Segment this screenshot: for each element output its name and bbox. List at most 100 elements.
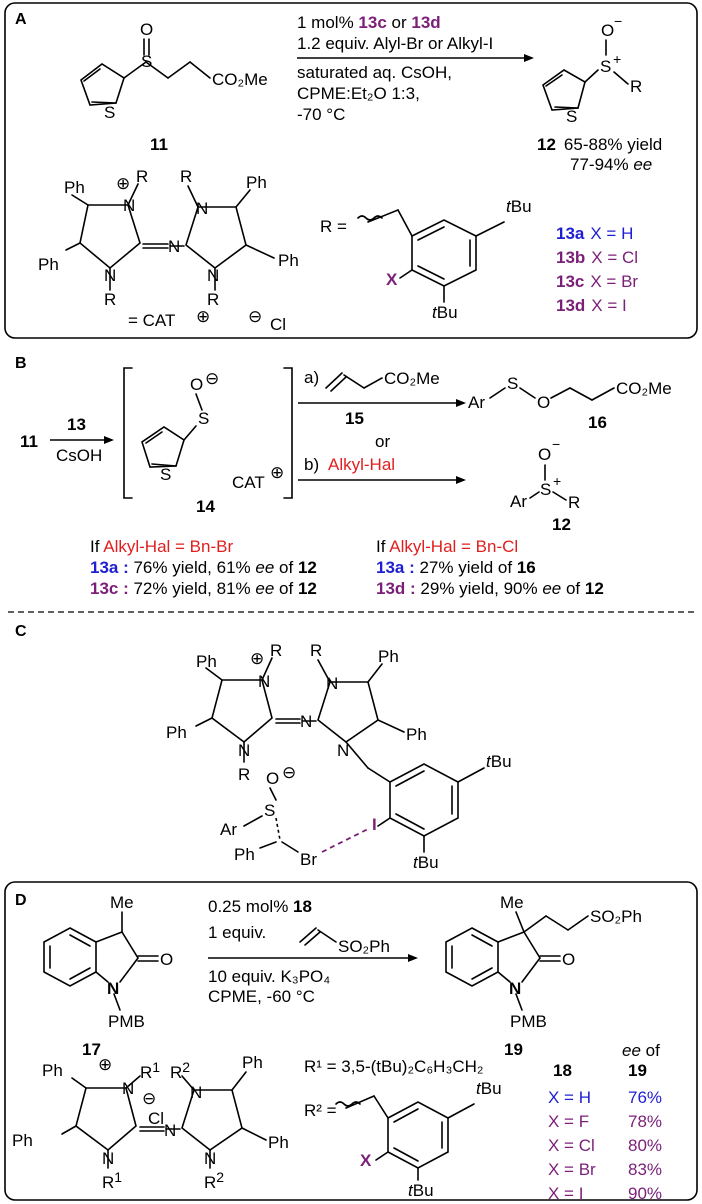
- int-oxygen: O: [190, 375, 203, 394]
- c-nitrogen-4: N: [337, 741, 349, 760]
- table-row-ee: 78%: [628, 1112, 662, 1131]
- cat-a-nitrogen-3: N: [104, 266, 116, 285]
- cat-a-chloride: Cl: [270, 315, 286, 334]
- d-cond-solvent-temp: CPME, -60 °C: [208, 987, 315, 1006]
- d-nitrogen: N: [107, 979, 119, 998]
- cat-18-phenyl-4: Ph: [268, 1133, 289, 1152]
- halogen-bond: [321, 827, 371, 853]
- p16-sulfur: S: [507, 374, 518, 393]
- cat-18-charge-plus: ⊕: [98, 1055, 112, 1074]
- cond-solvent: CPME:Et₂O 1:3,: [297, 84, 420, 103]
- bracket-left: [123, 367, 133, 499]
- d-cond-base: 10 equiv. K₃PO₄: [208, 967, 330, 986]
- int-cation: CAT: [232, 473, 265, 492]
- c-r-3: R: [238, 765, 250, 784]
- p16-ester: CO₂Me: [616, 379, 672, 398]
- svg-text:77-94% ee: 77-94% ee: [570, 155, 652, 174]
- table-row-substituent: X = H: [548, 1088, 591, 1107]
- b-base: CsOH: [56, 446, 102, 465]
- c-sulfur: S: [264, 801, 275, 820]
- acrylate-number-15: 15: [345, 409, 364, 428]
- cond-base: saturated aq. CsOH,: [297, 63, 452, 82]
- svg-text:tBu: tBu: [476, 1079, 502, 1098]
- acrylate-ester: CO₂Me: [384, 369, 440, 388]
- svg-text:If Alkyl-Hal = Bn-Cl: If Alkyl-Hal = Bn-Cl: [376, 537, 518, 556]
- panel-a: A O S CO₂Me S 11 1 mol% 13c or 13d 1.2 e…: [4, 2, 698, 339]
- catalyst-structure-a: Ph ⊕ N R R N Ph Ph N N N Ph R R = CAT ⊕ …: [38, 167, 299, 334]
- cat-18-nitrogen-4: N: [204, 1149, 216, 1168]
- svg-text:tBu: tBu: [408, 1181, 434, 1200]
- c-phenyl-1: Ph: [196, 652, 217, 671]
- r2-structure: R² = tBu X tBu: [304, 1079, 502, 1200]
- cat-18-phenyl-2: Ph: [242, 1053, 263, 1072]
- p16-oxygen: O: [537, 393, 550, 412]
- panel-d-label: D: [15, 892, 27, 909]
- catalyst-id-13b: 13b: [556, 248, 585, 267]
- int-oxygen-charge: ⊖: [205, 369, 219, 388]
- svg-text:13a : 27% yield of 16: 13a : 27% yield of 16: [376, 558, 536, 577]
- panel-d-conditions: 0.25 mol% 18 1 equiv. SO₂Ph 10 equiv. K₃…: [208, 897, 418, 1006]
- int-thiophene-sulfur: S: [160, 465, 171, 484]
- cond-catalyst-13d: 13d: [411, 13, 440, 32]
- cat-a-phenyl-1: Ph: [64, 178, 85, 197]
- d-carbonyl-oxygen: O: [160, 950, 173, 969]
- compound-19-number: 19: [504, 1040, 523, 1059]
- cat-18-nitrogen-1: N: [122, 1079, 134, 1098]
- tbu-a2-bu: Bu: [437, 303, 458, 322]
- p19-carbonyl-oxygen: O: [562, 950, 575, 969]
- svg-text:13d : 29% yield, 90% ee of 12: 13d : 29% yield, 90% ee of 12: [376, 579, 604, 598]
- compound-19-structure: Me SO₂Ph O N PMB 19: [445, 893, 642, 1059]
- cond-or: or: [387, 13, 412, 32]
- svg-text:1 mol% 13c or 13d: 1 mol% 13c or 13d: [297, 13, 441, 32]
- tbu-a1-bu: Bu: [511, 197, 532, 216]
- panel-a-label: A: [15, 11, 27, 28]
- c-bromine: Br: [300, 850, 317, 869]
- c-phenyl-3: Ph: [166, 723, 187, 742]
- c-oxygen-charge: ⊖: [282, 763, 296, 782]
- r1-definition: R¹ = 3,5-(tBu)₂C₆H₃CH₂: [304, 1057, 484, 1076]
- svg-text:13c : 72% yield, 81% ee of 12: 13c : 72% yield, 81% ee of 12: [90, 579, 317, 598]
- c-nitrogen-2: N: [326, 674, 338, 693]
- catalyst-substituent-13a: X = H: [590, 224, 633, 243]
- svg-text:ee of: ee of: [622, 1041, 660, 1060]
- product-sulfur: S: [600, 57, 611, 76]
- r-group-structure-a: R = tBu X tBu: [320, 197, 532, 322]
- path-b-label: b): [304, 455, 319, 474]
- cond-catalyst-13c: 13c: [358, 13, 386, 32]
- int-cation-charge: ⊕: [270, 463, 284, 482]
- cat-a-r-2: R: [180, 167, 192, 186]
- cat-a-r-4: R: [207, 290, 219, 309]
- cat-18-chloride: Cl: [148, 1109, 164, 1128]
- cat-a-phenyl-3: Ph: [38, 255, 59, 274]
- sulfoxide-sulfur: S: [141, 52, 152, 71]
- p12-aryl: Ar: [510, 492, 527, 511]
- cat-18-nitrogen-3: N: [102, 1149, 114, 1168]
- cat-a-r-3: R: [104, 290, 116, 309]
- cat-18-phenyl-1: Ph: [42, 1061, 63, 1080]
- cat-18-chloride-minus: ⊖: [142, 1089, 156, 1108]
- cat-a-nitrogen-4: N: [207, 266, 219, 285]
- d-methyl: Me: [110, 893, 134, 912]
- panel-c: C Ph ⊕ N R R N P: [15, 623, 512, 872]
- catalyst-id-13a: 13a: [556, 224, 585, 243]
- panel-b-label: B: [15, 355, 27, 372]
- cat-a-nitrogen-bridge: N: [168, 237, 180, 256]
- cat-a-nitrogen-2: N: [196, 199, 208, 218]
- c-r-2: R: [310, 641, 322, 660]
- cat-a-phenyl-4: Ph: [278, 251, 299, 270]
- intermediate-14-structure: O ⊖ S S CAT ⊕ 14: [141, 369, 284, 516]
- catalyst-substituent-13d: X = I: [591, 296, 626, 315]
- cat-a-phenyl-2: Ph: [246, 173, 267, 192]
- product-oxygen-charge: −: [614, 13, 622, 29]
- table-row-substituent: X = I: [548, 1184, 583, 1203]
- catalyst-substituent-13b: X = Cl: [591, 248, 638, 267]
- b-catalyst-13: 13: [67, 415, 86, 434]
- compound-11-structure: O S CO₂Me S 11: [80, 20, 268, 154]
- panel-b: B 11 13 CsOH O ⊖ S S CAT ⊕ 14 a) CO: [15, 355, 672, 598]
- catalyst-18-structure: Ph ⊕ N R1 ⊖ Cl R2 N Ph Ph N Ph N N R1 R2: [12, 1053, 289, 1192]
- table-row-ee: 90%: [628, 1184, 662, 1203]
